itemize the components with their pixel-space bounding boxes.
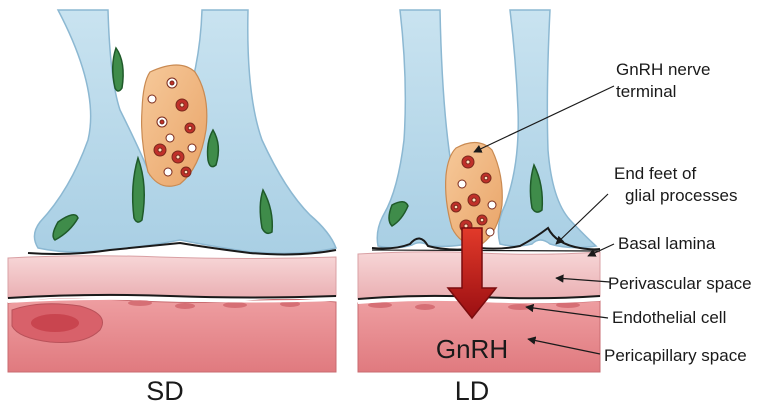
sd-perivascular-space bbox=[7, 255, 337, 299]
ld-glial-nuclei bbox=[388, 162, 544, 227]
gnrh-release-label: GnRH bbox=[436, 334, 508, 364]
ld-endothelial-marks bbox=[368, 302, 580, 310]
sd-basal-lamina bbox=[27, 241, 337, 256]
sd-inner-membrane bbox=[7, 293, 337, 299]
perivascular-leader bbox=[555, 274, 611, 283]
endothelial-leader bbox=[525, 303, 609, 319]
sd-endothelial-marks bbox=[128, 300, 300, 309]
endothelial-label: Endothelial cell bbox=[612, 308, 726, 327]
gnrh-terminal-label-line2: terminal bbox=[616, 82, 676, 101]
pericapillary-leader bbox=[527, 336, 601, 355]
ld-glial-process-right bbox=[497, 9, 598, 249]
ld-basal-lamina bbox=[371, 226, 601, 251]
sd-gnrh-granules bbox=[147, 77, 197, 178]
basal-lamina-label: Basal lamina bbox=[618, 234, 716, 253]
ld-gnrh-granules bbox=[450, 155, 497, 237]
gnrh-release-arrow bbox=[446, 227, 498, 320]
ld-panel-label: LD bbox=[455, 376, 490, 406]
perivascular-label: Perivascular space bbox=[608, 274, 752, 293]
sd-glial-nuclei bbox=[52, 46, 274, 241]
end-feet-label-line2: glial processes bbox=[625, 186, 737, 205]
pericapillary-label: Pericapillary space bbox=[604, 346, 747, 365]
annotations: GnRH nerve terminal End feet of glial pr… bbox=[473, 60, 752, 365]
basal-lamina-leader bbox=[587, 243, 615, 257]
gnrh-terminal-label-line1: GnRH nerve bbox=[616, 60, 710, 79]
sd-panel-label: SD bbox=[146, 376, 184, 406]
ld-panel: GnRH LD bbox=[357, 9, 601, 406]
sd-endothelial-nucleus bbox=[31, 314, 79, 332]
end-feet-leader bbox=[555, 193, 609, 245]
end-feet-label-line1: End feet of bbox=[614, 164, 697, 183]
sd-panel: SD bbox=[7, 9, 338, 406]
gnrh-terminal-leader bbox=[473, 85, 615, 153]
